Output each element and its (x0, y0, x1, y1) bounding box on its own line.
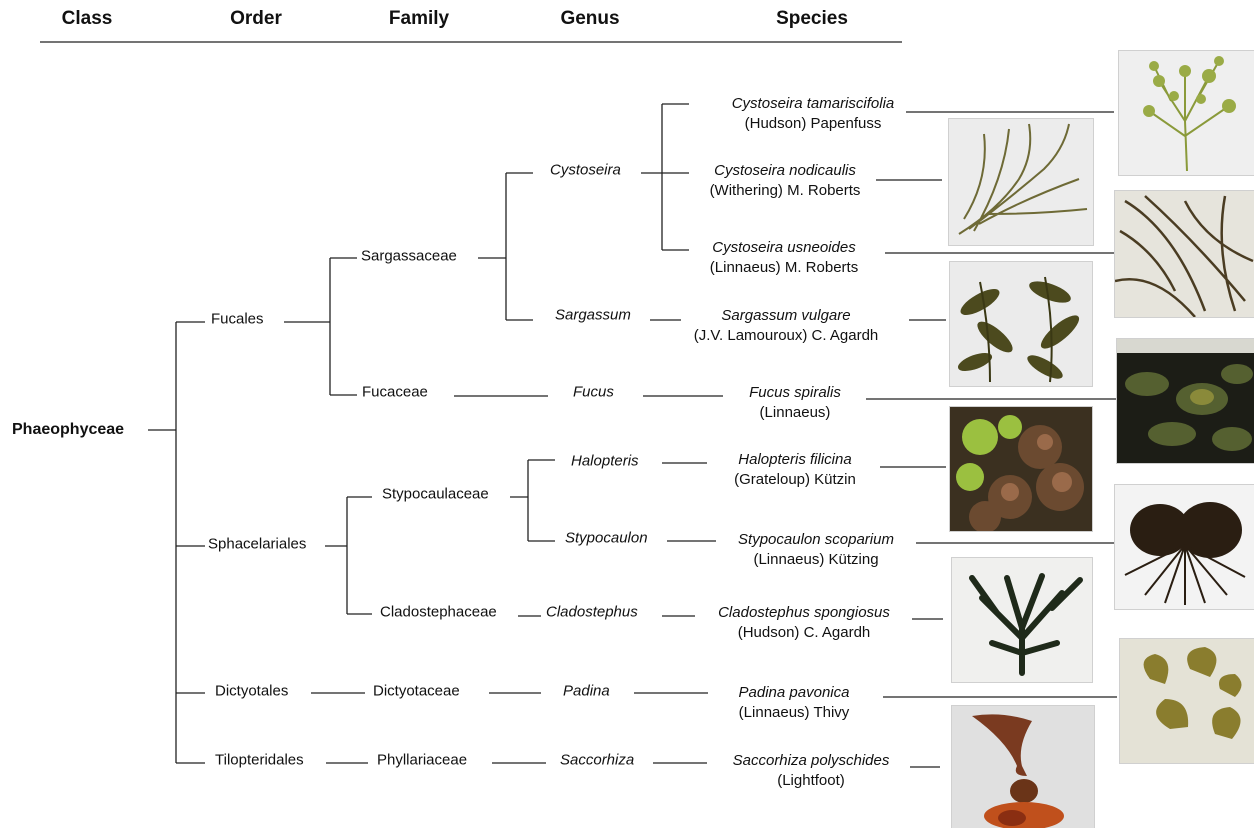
species-cystoseira-usneoides: Cystoseira usneoides (Linnaeus) M. Rober… (710, 238, 858, 278)
genus-cladostephus: Cladostephus (546, 603, 638, 621)
species-name: Cystoseira nodicaulis (714, 162, 856, 179)
species-padina-pavonica: Padina pavonica (Linnaeus) Thivy (739, 683, 850, 723)
species-name: Padina pavonica (738, 684, 850, 701)
species-authority: (Grateloup) Kützin (734, 471, 856, 488)
genus-cystoseira: Cystoseira (550, 161, 621, 179)
species-name: Stypocaulon scoparium (738, 531, 894, 548)
species-authority: (Withering) M. Roberts (709, 182, 861, 199)
species-name: Halopteris filicina (738, 451, 852, 468)
species-authority: (Hudson) C. Agardh (737, 624, 871, 641)
genus-sargassum: Sargassum (555, 306, 631, 324)
family-phyllariaceae: Phyllariaceae (377, 751, 468, 769)
seaweed-image (969, 573, 1083, 676)
family-stypocaulaceae: Stypocaulaceae (382, 485, 489, 503)
seaweed-image (1115, 195, 1254, 317)
order-dictyotales: Dictyotales (215, 682, 289, 700)
genus-stypocaulon: Stypocaulon (565, 529, 648, 547)
photo-fucus-spiralis (1116, 338, 1254, 464)
photo-cystoseira-usneoides (1114, 190, 1254, 318)
seaweed-image (1124, 502, 1246, 605)
seaweed-image (1143, 647, 1242, 739)
species-authority: (Linnaeus) (759, 404, 831, 421)
header-class: Class (61, 8, 113, 29)
family-cladostephaceae: Cladostephaceae (380, 603, 497, 621)
photo-stypocaulon-scoparium (1114, 484, 1254, 610)
genus-padina: Padina (563, 682, 610, 700)
genus-halopteris: Halopteris (571, 452, 639, 470)
species-name: Sargassum vulgare (721, 307, 851, 324)
species-authority: (J.V. Lamouroux) C. Agardh (693, 327, 879, 344)
order-sphacelariales: Sphacelariales (208, 535, 307, 553)
species-fucus-spiralis: Fucus spiralis (Linnaeus) (749, 383, 841, 423)
species-name: Cystoseira tamariscifolia (731, 95, 895, 112)
header-order: Order (230, 8, 282, 29)
species-authority: (Linnaeus) M. Roberts (709, 259, 859, 276)
species-cystoseira-tamariscifolia: Cystoseira tamariscifolia (Hudson) Papen… (732, 94, 895, 134)
species-stypocaulon-scoparium: Stypocaulon scoparium (Linnaeus) Kützing (738, 530, 894, 570)
photo-saccorhiza-polyschides (951, 705, 1095, 828)
seaweed-image (1143, 56, 1236, 172)
photo-halopteris-filicina (949, 406, 1093, 532)
species-authority: (Lightfoot) (777, 772, 845, 789)
photo-cladostephus-spongiosus (951, 557, 1093, 683)
species-sargassum-vulgare: Sargassum vulgare (J.V. Lamouroux) C. Ag… (694, 306, 879, 346)
photo-sargassum-vulgare (949, 261, 1093, 387)
species-authority: (Linnaeus) Thivy (738, 704, 850, 721)
family-sargassaceae: Sargassaceae (361, 247, 457, 265)
photo-cystoseira-tamariscifolia (1118, 50, 1254, 176)
seaweed-image (1117, 339, 1254, 451)
species-name: Cladostephus spongiosus (718, 604, 890, 621)
species-authority: (Hudson) Papenfuss (744, 115, 882, 132)
family-dictyotaceae: Dictyotaceae (373, 682, 460, 700)
species-cystoseira-nodicaulis: Cystoseira nodicaulis (Withering) M. Rob… (710, 161, 861, 201)
species-name: Fucus spiralis (749, 384, 841, 401)
photo-cystoseira-nodicaulis (948, 118, 1094, 246)
genus-saccorhiza: Saccorhiza (560, 751, 635, 769)
seaweed-image (972, 714, 1064, 828)
class-label: Phaeophyceae (12, 421, 125, 438)
seaweed-image (957, 276, 1080, 383)
species-name: Cystoseira usneoides (712, 239, 856, 256)
species-name: Saccorhiza polyschides (732, 752, 890, 769)
seaweed-image (958, 123, 1088, 235)
genus-fucus: Fucus (573, 383, 614, 401)
species-halopteris-filicina: Halopteris filicina (Grateloup) Kützin (734, 450, 856, 490)
order-fucales: Fucales (211, 310, 264, 328)
species-saccorhiza-polyschides: Saccorhiza polyschides (Lightfoot) (733, 751, 890, 791)
order-tilopteridales: Tilopteridales (215, 751, 304, 769)
photo-padina-pavonica (1119, 638, 1254, 764)
species-authority: (Linnaeus) Kützing (753, 551, 879, 568)
species-cladostephus-spongiosus: Cladostephus spongiosus (Hudson) C. Agar… (718, 603, 890, 643)
header-genus: Genus (560, 8, 620, 29)
header-family: Family (388, 8, 450, 29)
family-fucaceae: Fucaceae (362, 383, 428, 401)
seaweed-image (956, 415, 1084, 531)
header-species: Species (776, 8, 848, 29)
